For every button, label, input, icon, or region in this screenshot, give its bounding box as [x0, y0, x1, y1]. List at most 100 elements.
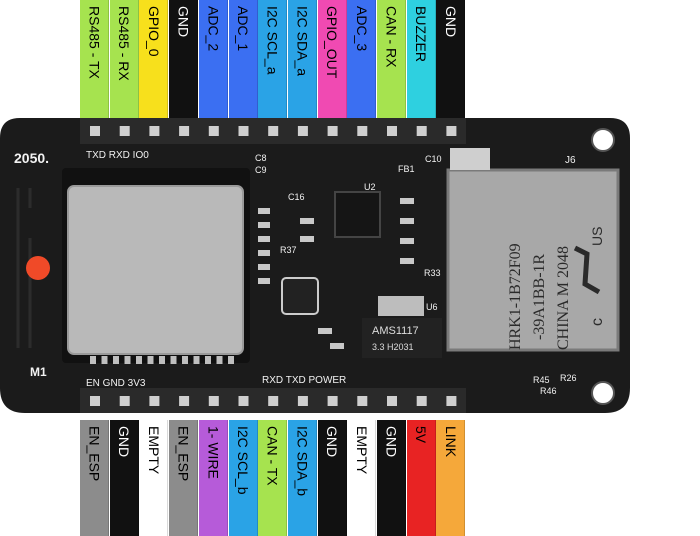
jack-mark-c: c — [589, 318, 606, 326]
voltage-regulator — [362, 318, 442, 358]
top-pin-label-text: I2C SDA_a — [294, 6, 311, 77]
top-pin-label-text: RS485 - TX — [86, 6, 103, 79]
bottom-pin-label-10: GND — [377, 420, 406, 536]
jack-text-2: -39A1BB-1R — [531, 253, 548, 340]
bottom-pin-label-text: I2C SCL_b — [235, 426, 251, 495]
module-pad — [170, 356, 177, 364]
header-pin — [208, 126, 219, 136]
ref-c16: C16 — [288, 192, 305, 202]
bottom-pin-label-text: CAN - TX — [264, 426, 281, 486]
header-pin — [179, 396, 190, 406]
crystal — [281, 277, 319, 315]
bottom-pin-label-text: GND — [324, 426, 341, 458]
chip-ref-u2: U2 — [364, 182, 376, 192]
top-pin-label-8: GPIO_OUT — [317, 0, 347, 118]
bottom-pin-label-text: LINK — [442, 426, 459, 458]
top-pin-label-text: I2C SCL_a — [264, 6, 281, 75]
top-pin-label-text: GPIO_OUT — [324, 6, 341, 79]
top-pin-label-text: ADC_2 — [205, 6, 222, 52]
top-pin-label-12: GND — [436, 0, 466, 118]
bottom-pin-label-3: EN_ESP — [169, 420, 199, 536]
ref-r37: R37 — [280, 245, 297, 255]
ref-r33: R33 — [424, 268, 441, 278]
header-pin — [149, 396, 160, 406]
top-pin-label-11: BUZZER — [406, 0, 436, 118]
silkscreen-leds: RXD TXD POWER — [262, 375, 346, 386]
header-pin — [268, 396, 279, 406]
top-pin-label-text: BUZZER — [413, 6, 430, 62]
header-pin — [357, 126, 368, 136]
ref-c9: C9 — [255, 165, 267, 175]
header-pin — [208, 396, 219, 406]
module-pad — [101, 356, 108, 364]
bottom-pin-label-text: EMPTY — [353, 426, 370, 475]
logo-text: 2050. — [14, 150, 49, 166]
bottom-pin-label-text: GND — [383, 426, 400, 458]
header-pin — [238, 126, 249, 136]
ul-logo-icon — [573, 245, 601, 295]
top-pin-label-2: GPIO_0 — [139, 0, 169, 118]
jack-id: J6 — [565, 155, 576, 166]
bottom-pin-label-9: EMPTY — [347, 420, 377, 536]
module-pad — [216, 356, 223, 364]
top-pin-label-9: ADC_3 — [347, 0, 377, 118]
antenna-area — [16, 188, 32, 348]
bottom-pin-label-0: EN_ESP — [80, 420, 109, 536]
bottom-pin-label-text: GND — [116, 426, 133, 458]
top-pin-label-7: I2C SDA_a — [287, 0, 317, 118]
top-pin-label-text: GND — [175, 6, 192, 38]
header-pin — [387, 396, 397, 406]
rj45-jack — [446, 168, 620, 352]
top-pin-label-4: ADC_2 — [198, 0, 228, 118]
header-pin — [90, 396, 100, 406]
ref-c8: C8 — [255, 153, 267, 163]
top-pin-label-text: ADC_1 — [235, 6, 251, 52]
bottom-pin-label-11: 5V — [406, 420, 436, 536]
jack-text-3: CHINA M 2048 — [555, 246, 572, 350]
module-pad — [113, 356, 119, 364]
bottom-pin-label-text: EN_ESP — [86, 426, 103, 482]
top-pin-label-1: RS485 - RX — [109, 0, 139, 118]
module-pad — [159, 356, 165, 364]
bottom-pin-label-1: GND — [109, 420, 139, 536]
module-pad — [124, 356, 131, 364]
header-pin — [90, 126, 100, 136]
passive-components — [258, 198, 414, 349]
esp32-module-shield — [67, 185, 244, 355]
module-pad — [182, 356, 188, 364]
header-pin — [179, 126, 190, 136]
module-pad — [228, 356, 234, 364]
header-pin — [297, 396, 308, 406]
header-pin — [297, 126, 308, 136]
top-pin-label-text: GND — [442, 6, 459, 38]
jack-text-1: HRK1-1B72F09 — [507, 243, 524, 350]
top-pin-label-3: GND — [169, 0, 199, 118]
header-pin — [327, 396, 338, 406]
top-pin-label-6: I2C SCL_a — [258, 0, 288, 118]
header-pin — [446, 396, 457, 406]
module-pad — [205, 356, 211, 364]
ref-r45: R45 — [533, 375, 550, 385]
module-pad — [90, 356, 96, 364]
regulator-tab — [378, 296, 424, 316]
header-pin — [416, 396, 427, 406]
top-pin-label-text: GPIO_0 — [145, 6, 162, 57]
ref-r46: R46 — [540, 386, 557, 396]
bottom-pin-label-text: EN_ESP — [175, 426, 192, 482]
header-pin — [238, 396, 249, 406]
bottom-pin-label-4: 1- WIRE — [198, 420, 228, 536]
header-pin — [119, 126, 130, 136]
bottom-pin-label-12: LINK — [436, 420, 466, 536]
module-pad — [147, 356, 154, 364]
bottom-pin-label-text: 5V — [413, 426, 430, 444]
silkscreen-bottom: EN GND 3V3 — [86, 378, 146, 389]
module-label: M1 — [30, 365, 47, 379]
top-pin-label-5: ADC_1 — [228, 0, 258, 118]
mounting-hole — [591, 128, 615, 152]
header-pin — [416, 126, 427, 136]
bottom-pin-label-text: I2C SDA_b — [294, 426, 311, 497]
ref-fb1: FB1 — [398, 164, 415, 174]
esp32-board: 2050. TXD RXD IO0 EN GND 3V3 RXD TXD POW… — [0, 118, 630, 413]
header-pin — [327, 126, 338, 136]
rj45-jack-front — [450, 148, 490, 170]
